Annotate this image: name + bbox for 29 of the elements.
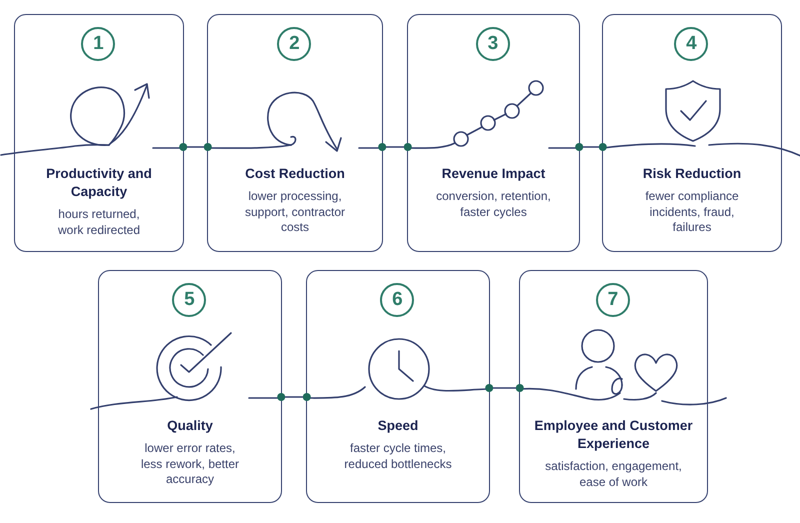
step-number: 7 xyxy=(596,283,630,317)
connector-line xyxy=(575,143,607,151)
card-title: Employee and Customer Experience xyxy=(533,417,694,453)
card-title: Revenue Impact xyxy=(440,165,546,183)
card-description: faster cycle times, reduced bottlenecks xyxy=(343,441,453,472)
card-title: Speed xyxy=(376,417,420,435)
card-title: Productivity and Capacity xyxy=(45,165,153,201)
card-description: lower error rates, less rework, better accuracy xyxy=(140,441,240,488)
card-description: hours returned, work redirected xyxy=(56,207,142,238)
step-number: 2 xyxy=(277,27,312,61)
connector-line xyxy=(179,143,212,151)
connector-line xyxy=(485,384,524,392)
connector-line xyxy=(378,143,412,151)
card-description: lower processing, support, contractor costs xyxy=(244,189,346,236)
card-description: fewer compliance incidents, fraud, failures xyxy=(644,189,740,236)
step-number: 1 xyxy=(81,27,116,61)
card-description: satisfaction, engagement, ease of work xyxy=(544,459,683,490)
step-number: 3 xyxy=(476,27,510,61)
step-number: 5 xyxy=(172,283,206,317)
step-number: 4 xyxy=(674,27,708,61)
card-title: Cost Reduction xyxy=(244,165,346,183)
card-description: conversion, retention, faster cycles xyxy=(435,189,552,220)
step-number: 6 xyxy=(380,283,414,317)
step-card xyxy=(207,14,383,252)
card-title: Risk Reduction xyxy=(642,165,742,183)
step-card xyxy=(306,270,490,503)
step-card xyxy=(407,14,580,252)
connector-line xyxy=(277,393,311,401)
card-title: Quality xyxy=(166,417,214,435)
